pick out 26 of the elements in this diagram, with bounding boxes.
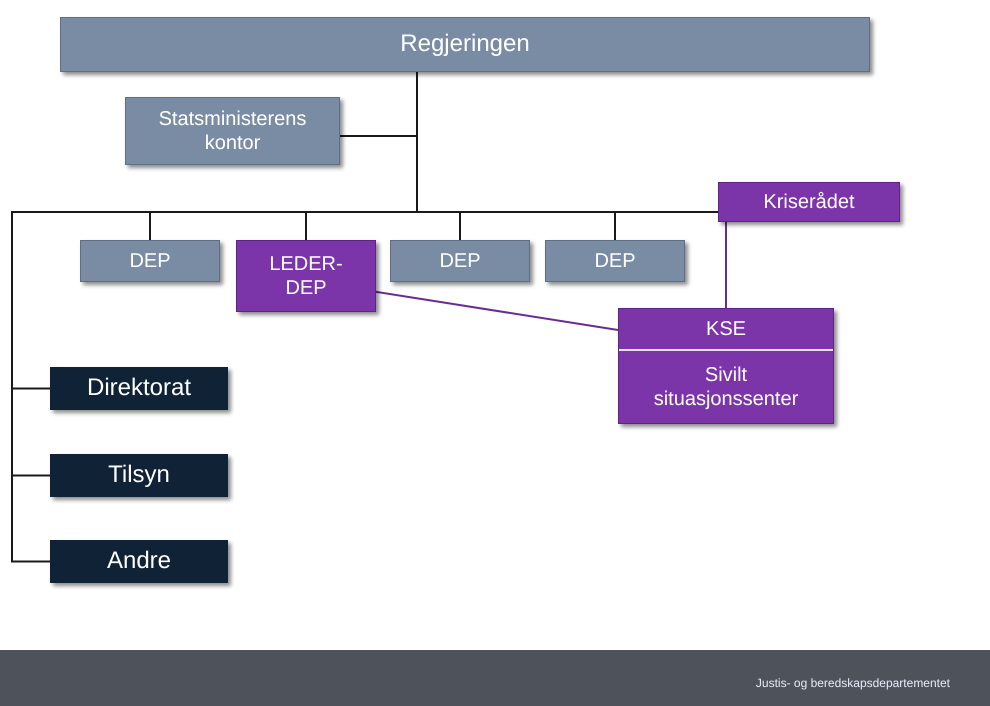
org-box <box>236 240 376 312</box>
org-box <box>618 308 834 424</box>
org-box <box>390 240 530 282</box>
box-heading: KSE <box>706 317 746 341</box>
box-text: Direktorat <box>86 374 192 403</box>
box-text: Tilsyn <box>108 461 170 490</box>
org-box <box>125 97 340 165</box>
org-box <box>80 240 220 282</box>
box-text: DEP <box>129 249 171 273</box>
org-box <box>50 540 228 583</box>
box-text: Regjeringen <box>400 30 530 59</box>
box-text: Sivilt situasjonssenter <box>652 363 800 411</box>
org-box <box>50 454 228 497</box>
box-text: DEP <box>594 249 636 273</box>
footer-text: Justis- og beredskapsdepartementet <box>756 676 950 690</box>
box-text: DEP <box>439 249 481 273</box>
org-box <box>718 182 900 222</box>
box-text: Andre <box>106 547 172 576</box>
org-box <box>50 367 228 410</box>
connector-line <box>376 290 618 331</box>
box-text: Statsministerens kontor <box>158 107 308 155</box>
org-box <box>545 240 685 282</box>
org-box <box>60 17 870 72</box>
box-text: Kriserådet <box>763 190 855 214</box>
connector-line <box>725 222 727 308</box>
box-text: LEDER-DEP <box>268 252 344 300</box>
